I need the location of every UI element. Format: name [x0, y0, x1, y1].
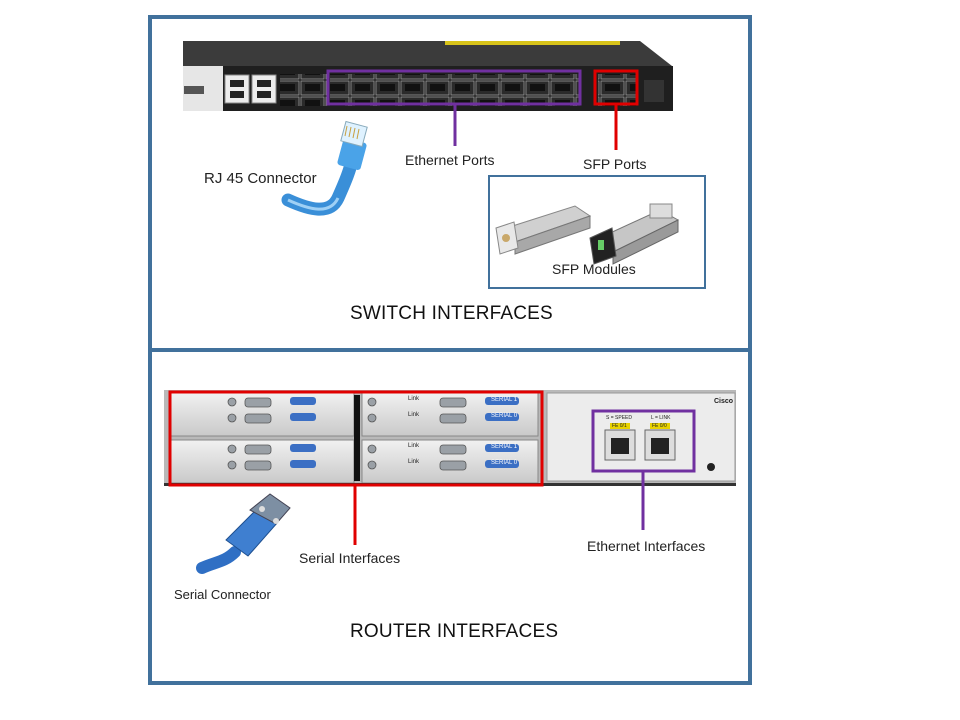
link-tag-3: Link — [408, 443, 420, 449]
sfp-module-left — [495, 205, 592, 255]
speed-legend: S = SPEED — [606, 415, 632, 421]
link-legend: L = LINK — [651, 415, 671, 421]
router-interfaces-title: ROUTER INTERFACES — [350, 621, 559, 642]
rj45-connector-image — [281, 120, 368, 216]
link-tag-1: Link — [408, 396, 420, 402]
sfp-module-right — [589, 203, 680, 265]
cisco-brand: Cisco — [714, 398, 734, 405]
switch-interfaces-title: SWITCH INTERFACES — [350, 303, 553, 324]
sfp-modules-label: SFP Modules — [552, 261, 636, 277]
serial-port-glyphs — [227, 397, 467, 471]
serial-interfaces-label: Serial Interfaces — [299, 550, 401, 566]
serial1-tag-top: SERIAL 1 — [491, 397, 518, 403]
fe01-tag: FE 0/1 — [612, 423, 627, 429]
serial0-tag-bottom: SERIAL 0 — [491, 460, 518, 466]
link-tag-2: Link — [408, 412, 420, 418]
switch-chassis — [183, 41, 673, 111]
sfp-ports-label: SFP Ports — [583, 156, 647, 172]
rj45-connector-label: RJ 45 Connector — [204, 170, 317, 187]
serial0-tag-top: SERIAL 0 — [491, 413, 518, 419]
serial-connector-image — [196, 493, 291, 574]
serial-port-tags — [290, 397, 519, 468]
serial1-tag-bottom: SERIAL 1 — [491, 444, 518, 450]
ethernet-ports-label: Ethernet Ports — [405, 152, 495, 168]
link-tag-4: Link — [408, 459, 420, 465]
ethernet-interfaces-label: Ethernet Interfaces — [587, 538, 706, 554]
serial-connector-label: Serial Connector — [174, 587, 271, 602]
router-ethernet-ports — [604, 423, 715, 471]
fe00-tag: FE 0/0 — [652, 423, 667, 429]
